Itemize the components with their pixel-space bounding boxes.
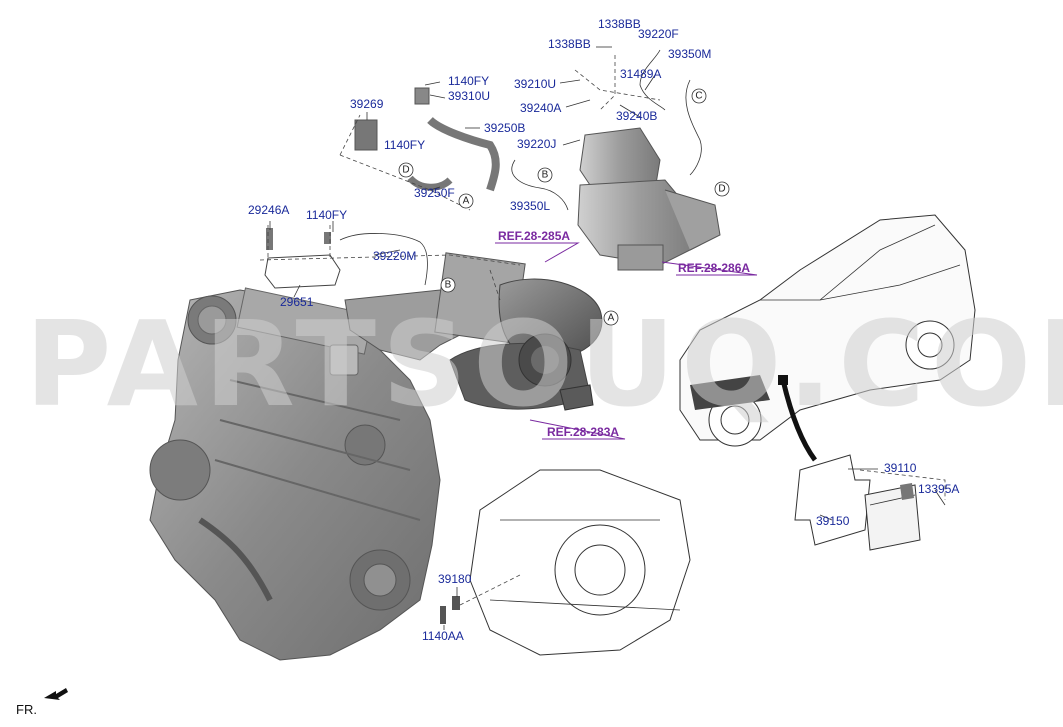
callout-a-label: A: [463, 196, 470, 207]
callout-a-label-2: A: [608, 313, 615, 324]
callout-c: C: [691, 88, 707, 104]
part-label-39250F[interactable]: 39250F: [414, 186, 455, 200]
part-label-39350M[interactable]: 39350M: [668, 47, 711, 61]
callout-d-label-2: D: [402, 165, 409, 176]
callout-b-cat: B: [537, 167, 553, 183]
reference-link-28-286A[interactable]: REF.28-286A: [678, 261, 750, 275]
callout-d-hose: D: [398, 162, 414, 178]
part-label-1140FY-c[interactable]: 1140FY: [306, 208, 347, 222]
callout-b-label: B: [542, 170, 549, 181]
leader-lines: [259, 46, 946, 630]
catalytic-converter-illustration: [577, 127, 721, 271]
part-label-39110[interactable]: 39110: [884, 461, 917, 475]
reference-link-28-283A[interactable]: REF.28-283A: [547, 425, 619, 439]
ecu-bracket-illustration: [794, 454, 871, 546]
vehicle-outline-illustration: [679, 214, 976, 462]
callout-b-label-2: B: [445, 280, 452, 291]
part-label-39310U[interactable]: 39310U: [448, 89, 490, 103]
bracket-29651-illustration: [264, 228, 341, 289]
front-marker-label: FR.: [16, 702, 37, 717]
part-label-1140FY-b[interactable]: 1140FY: [384, 138, 425, 152]
part-label-39220J[interactable]: 39220J: [517, 137, 556, 151]
ref-286-underline: [661, 261, 758, 276]
part-label-39180[interactable]: 39180: [438, 572, 472, 586]
sensor-39180-illustration: [440, 596, 460, 624]
sensor-cable-39220F: [639, 49, 666, 111]
part-label-39150[interactable]: 39150: [816, 514, 850, 528]
part-label-31489A[interactable]: 31489A: [620, 67, 661, 81]
part-label-29246A[interactable]: 29246A: [248, 203, 289, 217]
part-label-1140AA[interactable]: 1140AA: [422, 629, 464, 643]
watermark-text: PARTSOUQ.COM: [25, 295, 1063, 433]
sensor-cable-39350M: [685, 79, 702, 176]
engine-block-illustration: [149, 287, 441, 661]
part-label-39350L[interactable]: 39350L: [510, 199, 550, 213]
part-label-39250B[interactable]: 39250B: [484, 121, 525, 135]
turbo-manifold-illustration: [344, 252, 603, 411]
sensor-cable-39220M: [339, 233, 428, 286]
part-label-39240A[interactable]: 39240A: [520, 101, 561, 115]
part-label-13395A[interactable]: 13395A: [918, 482, 959, 496]
callout-d-cat: D: [714, 181, 730, 197]
callout-a-turbo: A: [603, 310, 619, 326]
reference-link-28-285A[interactable]: REF.28-285A: [498, 229, 570, 243]
callout-d-label: D: [718, 184, 725, 195]
part-label-39210U[interactable]: 39210U: [514, 77, 556, 91]
ecu-module-illustration: [864, 483, 921, 551]
front-arrow-icon: [44, 688, 68, 700]
sensor-cable-39350L: [511, 159, 569, 211]
part-label-39269[interactable]: 39269: [350, 97, 384, 111]
vacuum-hose-illustration: [354, 87, 500, 192]
callout-b-turbo: B: [440, 277, 456, 293]
transmission-outline-illustration: [469, 469, 691, 656]
front-direction-marker: FR.: [16, 688, 68, 717]
part-label-1140FY-a[interactable]: 1140FY: [448, 74, 489, 88]
part-label-39220M[interactable]: 39220M: [373, 249, 416, 263]
ref-285-underline: [495, 242, 580, 263]
part-label-1338BB-top[interactable]: 1338BB: [598, 17, 641, 31]
part-label-39220F[interactable]: 39220F: [638, 27, 679, 41]
part-label-1338BB-left[interactable]: 1338BB: [548, 37, 591, 51]
ref-283-underline: [529, 419, 626, 440]
part-label-29651[interactable]: 29651: [280, 295, 314, 309]
callout-a-top: A: [458, 193, 474, 209]
callout-c-label: C: [695, 91, 702, 102]
part-label-39240B[interactable]: 39240B: [616, 109, 657, 123]
